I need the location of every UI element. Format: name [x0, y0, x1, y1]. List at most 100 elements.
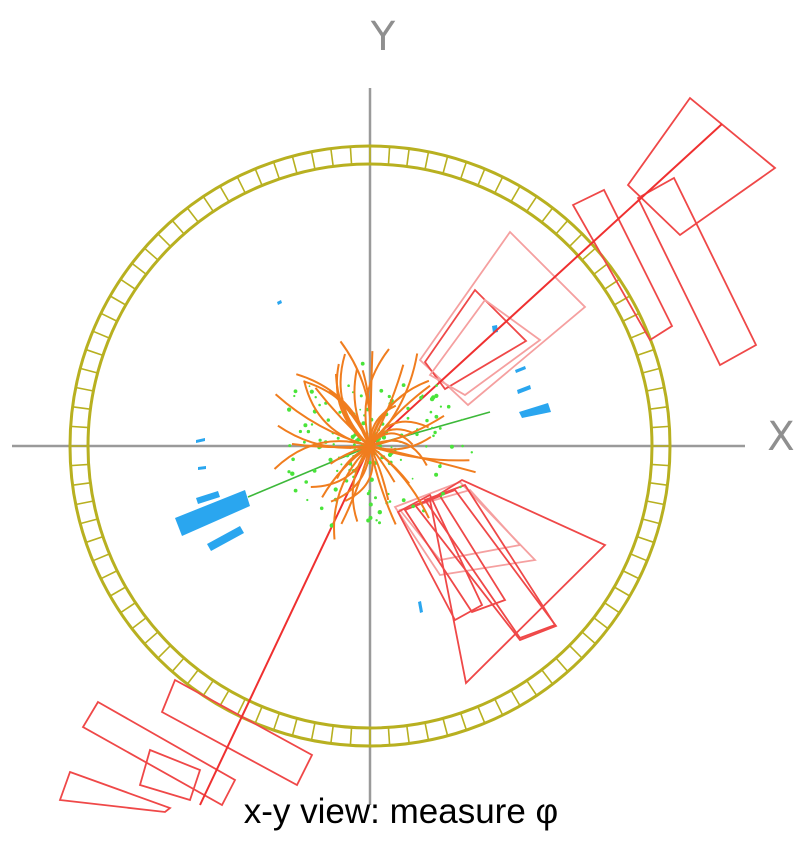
calo-tower-faint: [393, 480, 537, 576]
hit: [361, 421, 366, 426]
ring-segment: [171, 219, 185, 235]
calo-tower: [423, 288, 528, 391]
ring-segment: [219, 185, 230, 203]
hit: [368, 489, 371, 493]
hit: [353, 443, 356, 447]
hit: [388, 500, 392, 503]
muon-segment: [277, 300, 282, 305]
calo-tower: [160, 678, 314, 787]
hit: [304, 480, 309, 484]
calo-tower-faint: [418, 230, 587, 407]
ring-segment: [75, 386, 94, 392]
ring-segment: [236, 698, 246, 716]
calo-tower: [138, 748, 202, 802]
ring-segment: [442, 718, 449, 736]
ring-segment: [100, 570, 118, 580]
ring-segment: [143, 631, 159, 645]
hit: [336, 469, 339, 473]
ring-segment: [120, 602, 136, 614]
hit: [308, 385, 311, 388]
ring-segment: [477, 168, 486, 186]
hit: [441, 491, 445, 496]
ring-segment: [157, 644, 172, 659]
hit: [461, 444, 464, 448]
hit: [406, 416, 410, 420]
ring-segment: [568, 233, 583, 248]
ring-segment: [593, 617, 609, 630]
track: [368, 404, 397, 447]
ring-segment: [236, 176, 246, 194]
ring-segment: [424, 722, 430, 741]
ring-segment: [568, 644, 583, 659]
hit: [390, 446, 393, 449]
hit: [309, 389, 314, 394]
hit: [381, 436, 385, 439]
hit: [434, 472, 439, 477]
track: [333, 445, 371, 540]
ring-segment: [613, 586, 631, 597]
ring-segment: [120, 278, 136, 290]
calo-tower: [81, 700, 237, 807]
hit: [379, 444, 382, 448]
track: [351, 445, 371, 522]
ring-segment: [642, 367, 660, 374]
ring-segment: [186, 207, 199, 223]
muon-segment: [175, 490, 250, 536]
ring-segment: [651, 463, 670, 467]
hit: [425, 445, 428, 448]
muon-segment: [517, 385, 531, 394]
hit: [419, 395, 423, 400]
ring-segment: [80, 518, 98, 525]
hit: [366, 492, 370, 496]
hit: [310, 423, 314, 426]
muon-segment: [196, 438, 205, 443]
ring-segment: [613, 295, 631, 306]
hit: [375, 519, 378, 522]
ring-segment: [330, 725, 334, 744]
ring-segment: [459, 712, 468, 731]
track: [291, 443, 371, 449]
ring-segment: [555, 657, 569, 673]
ring-segment: [186, 669, 199, 685]
hit: [293, 394, 296, 398]
hit: [431, 426, 434, 429]
track: [339, 353, 371, 447]
hit: [332, 443, 335, 446]
ring-segment: [310, 151, 316, 170]
ring-segment: [387, 727, 391, 746]
hit: [291, 457, 295, 462]
hit: [336, 436, 340, 440]
hit: [379, 388, 384, 393]
hit: [351, 391, 354, 394]
hit: [318, 438, 322, 442]
calo-tower: [636, 176, 758, 367]
muon-segments: [175, 300, 551, 613]
ring-segment: [526, 196, 538, 212]
ring-segment: [541, 207, 554, 223]
ring-segment: [526, 680, 538, 696]
calo-tower: [396, 493, 484, 622]
hit: [318, 403, 321, 407]
particle-tracks: [273, 340, 476, 540]
ring-segment: [646, 386, 665, 392]
ring-segment: [291, 718, 298, 736]
x-axis-label: X: [767, 414, 794, 460]
hit: [429, 396, 435, 402]
ring-segment: [92, 553, 110, 562]
ring-segment: [70, 425, 89, 429]
ring-segment: [494, 176, 504, 194]
hit: [411, 477, 414, 480]
muon-segment: [519, 403, 551, 418]
ring-segment: [622, 570, 640, 580]
hit: [401, 498, 406, 503]
ring-segment: [100, 312, 118, 322]
hit: [387, 394, 391, 399]
ring-segment: [109, 586, 127, 597]
ring-segment: [131, 262, 147, 275]
hit: [328, 457, 333, 462]
muon-track-lower: [199, 445, 371, 806]
ring-segment: [143, 247, 159, 261]
ring-segment: [330, 148, 334, 167]
hit: [326, 418, 330, 422]
ring-segment: [349, 146, 353, 165]
